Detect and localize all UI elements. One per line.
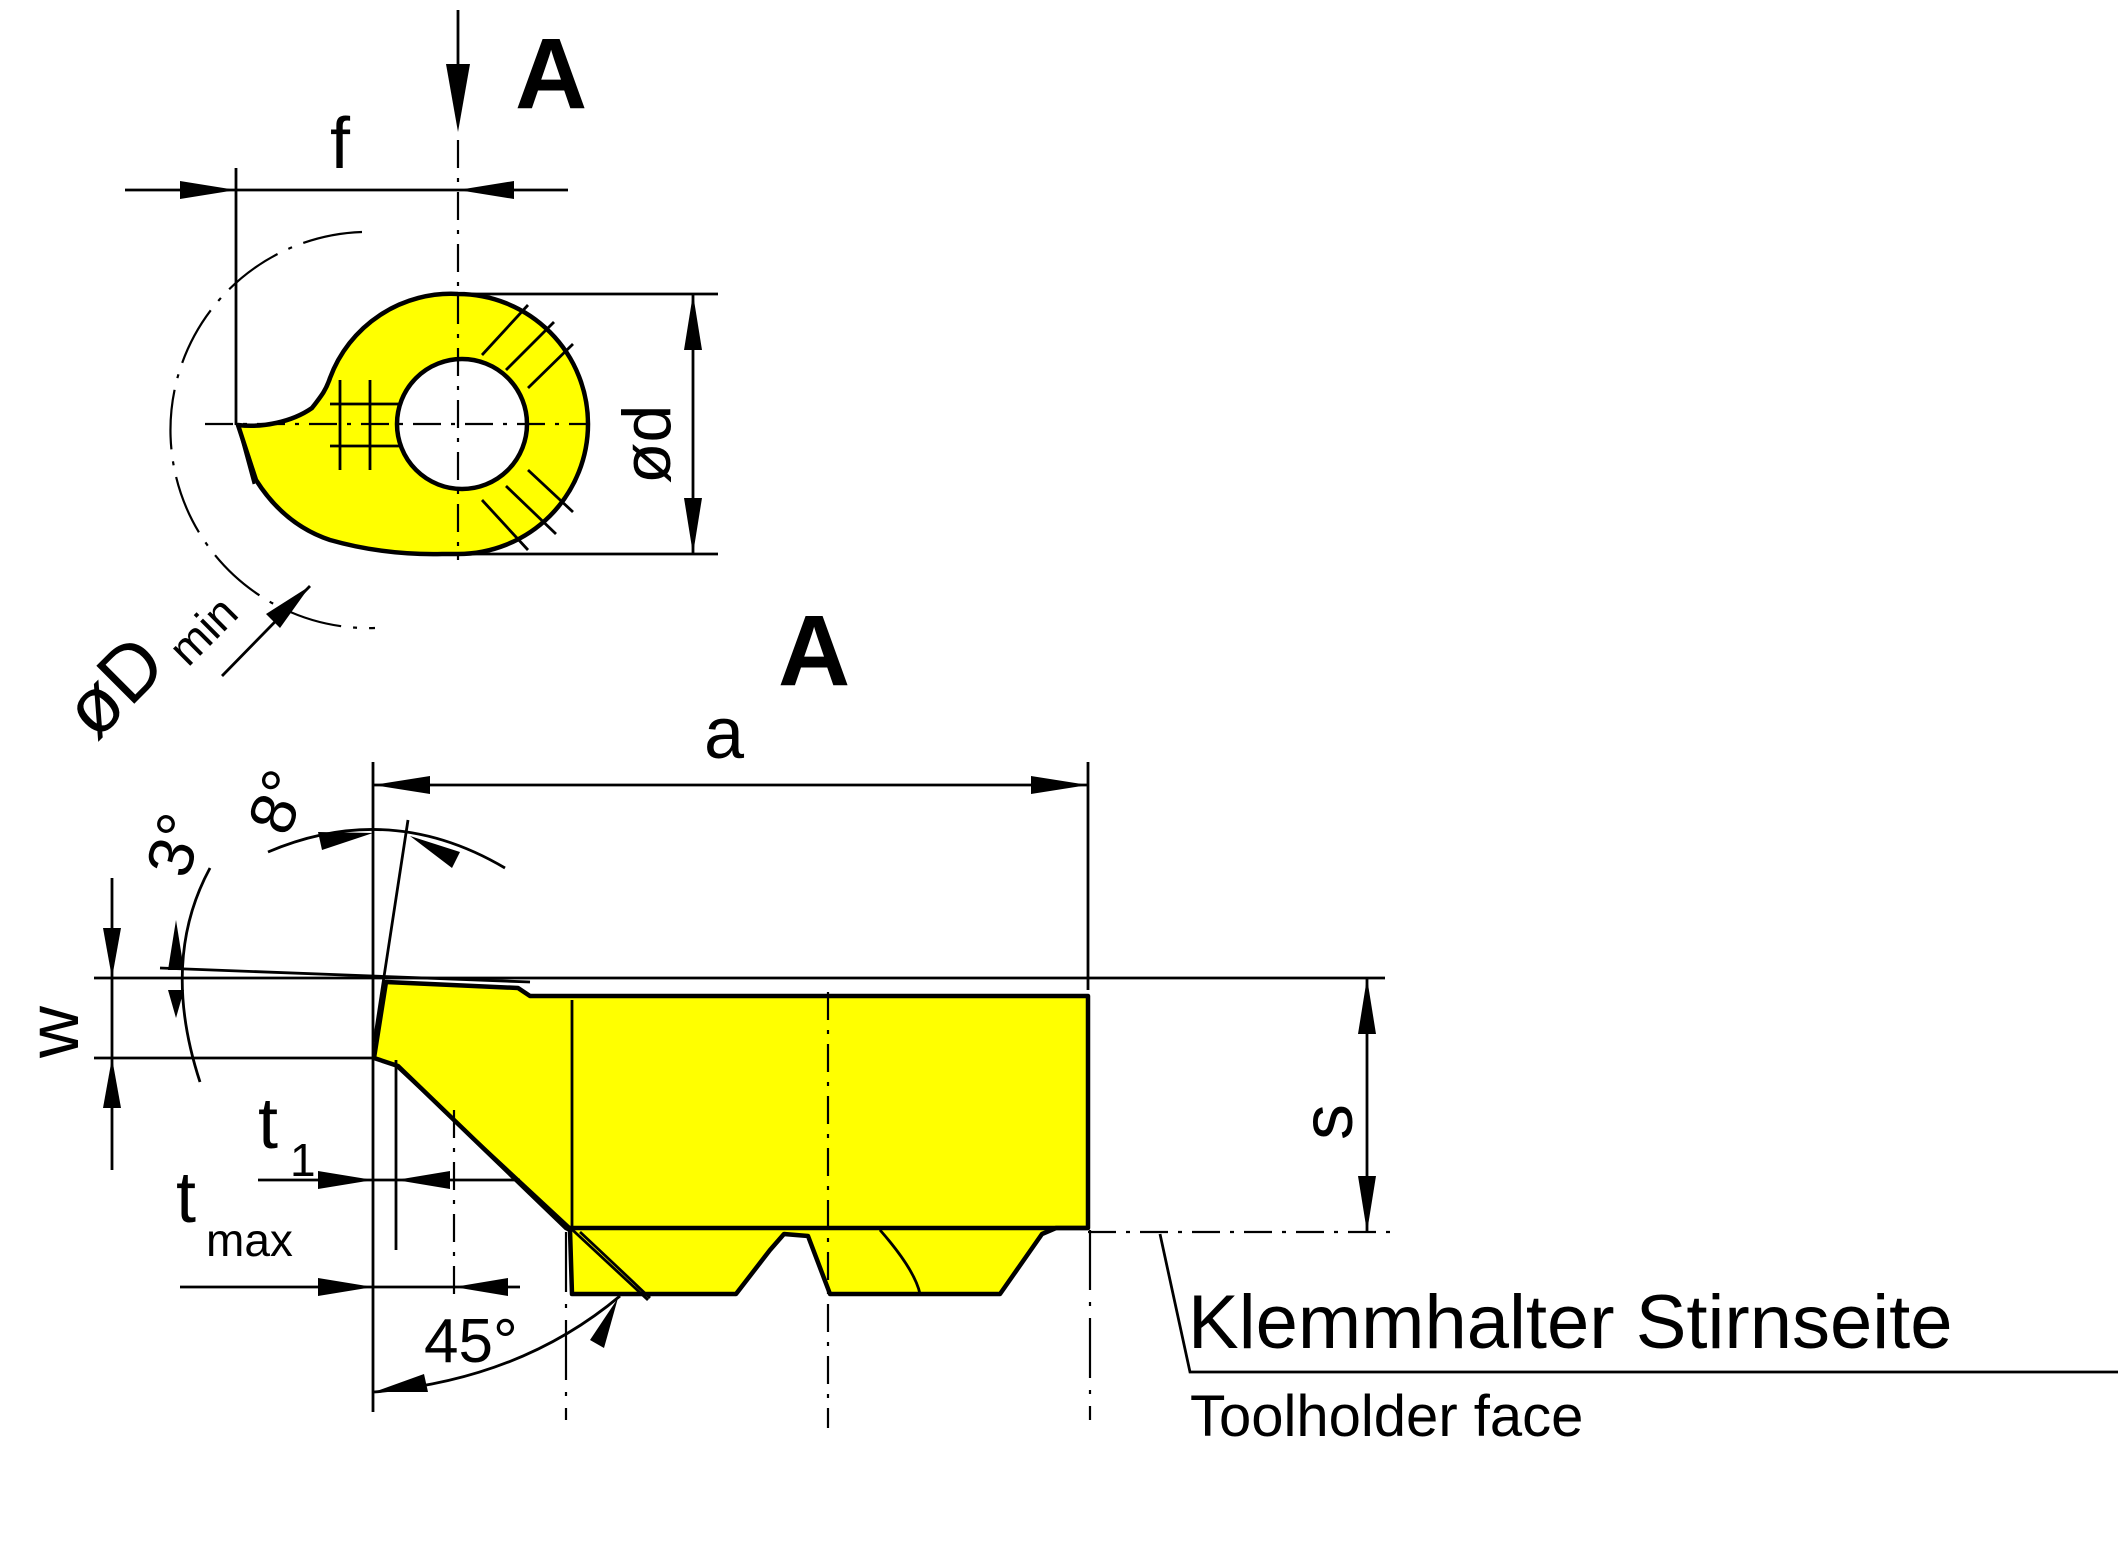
dmin-circle-arc bbox=[169, 230, 376, 630]
angle-3-arrow-b bbox=[168, 990, 184, 1018]
dim-tmax-label: t bbox=[176, 1158, 196, 1238]
angle-45-arrow-left bbox=[374, 1374, 428, 1392]
dmin-arrow bbox=[266, 586, 310, 628]
groove-diag-2 bbox=[579, 1230, 651, 1300]
view-marker-A: A bbox=[515, 18, 587, 130]
f-arrow-right bbox=[458, 181, 514, 199]
dim-f-label: f bbox=[330, 104, 351, 184]
face-label-en: Toolholder face bbox=[1190, 1384, 1583, 1449]
rake-3-line bbox=[159, 966, 531, 984]
tmax-arrow-left bbox=[318, 1278, 373, 1296]
view-title-A: A bbox=[778, 595, 850, 707]
tmax-arrow-right bbox=[454, 1278, 508, 1296]
clearance-8-line bbox=[372, 819, 410, 1043]
d-arrow-bottom bbox=[684, 498, 702, 554]
angle-3-arrow bbox=[168, 920, 184, 970]
dim-t1-sub: 1 bbox=[290, 1134, 316, 1186]
t1-arrow-left bbox=[318, 1171, 373, 1189]
a-arrow-right bbox=[1031, 776, 1088, 794]
angle-3-label: 3° bbox=[132, 806, 217, 884]
dim-s-label: s bbox=[1288, 1104, 1368, 1140]
chamfer-45-line bbox=[395, 1064, 649, 1302]
angle-8-label: 8° bbox=[233, 761, 322, 843]
spoke-grooves bbox=[330, 304, 574, 551]
w-arrow-top bbox=[103, 928, 121, 978]
angle-45-label: 45° bbox=[424, 1307, 518, 1376]
a-arrow-left bbox=[373, 776, 430, 794]
view-arrow-head bbox=[446, 64, 470, 132]
f-arrow-left bbox=[180, 181, 236, 199]
w-arrow-bottom bbox=[103, 1058, 121, 1108]
angle-8-arrow-left bbox=[318, 832, 373, 850]
dim-tmax-sub: max bbox=[206, 1214, 293, 1266]
side-view: A a 8° 3° w bbox=[14, 595, 2118, 1449]
side-insert-body bbox=[371, 979, 1091, 1297]
dim-w-label: w bbox=[14, 1005, 94, 1059]
face-label-de: Klemmhalter Stirnseite bbox=[1188, 1280, 1953, 1365]
d-arrow-top bbox=[684, 294, 702, 350]
s-arrow-bottom bbox=[1358, 1176, 1376, 1232]
face-leader bbox=[1158, 1233, 2118, 1374]
dim-d-label: ød bbox=[609, 405, 685, 484]
angle-8-arc bbox=[267, 828, 506, 870]
tail-edge bbox=[236, 424, 256, 485]
dim-t1-label: t bbox=[258, 1084, 278, 1164]
groove-diag-1 bbox=[878, 1229, 922, 1295]
angle-8-arrow-right bbox=[410, 836, 460, 868]
dim-a-label: a bbox=[704, 694, 745, 774]
top-view: A f bbox=[46, 10, 718, 754]
angle-3-arc bbox=[180, 867, 212, 1083]
t1-arrow-right bbox=[396, 1171, 450, 1189]
angle-45-arrow-right bbox=[590, 1298, 618, 1348]
s-arrow-top bbox=[1358, 978, 1376, 1034]
